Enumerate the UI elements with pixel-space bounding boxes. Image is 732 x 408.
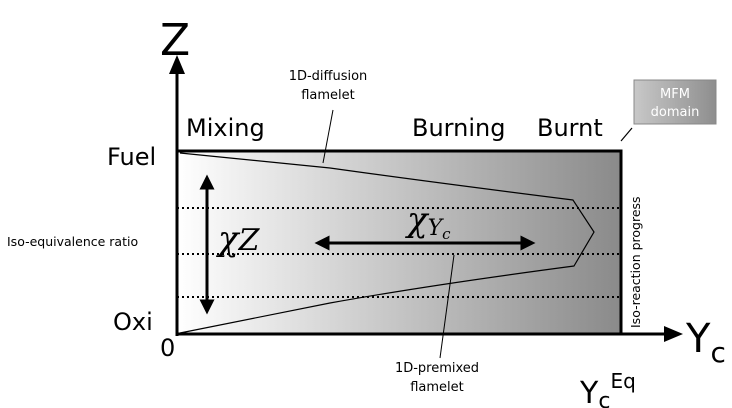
diffusion-leader <box>322 109 334 164</box>
mfm-domain-box <box>633 79 717 125</box>
yc-axis-label: Yc <box>685 316 726 369</box>
diffusion-flamelet-line1: 1D-diffusion <box>289 69 368 84</box>
chi-z-z: Z <box>238 223 261 258</box>
fuel-label: Fuel <box>107 143 156 171</box>
mixing-label: Mixing <box>186 114 265 142</box>
diffusion-flamelet-line2: flamelet <box>301 88 355 103</box>
iso-equivalence-label: Iso-equivalence ratio <box>7 234 138 249</box>
burnt-label: Burnt <box>537 114 603 142</box>
yc-axis-label-base: Y <box>685 316 711 362</box>
yc-eq-sub: c <box>598 389 610 408</box>
yc-eq-sup: Eq <box>610 369 635 393</box>
chi-yc-y: Y <box>428 216 445 241</box>
z-axis-label: Z <box>160 15 190 66</box>
yc-axis-arrowhead <box>664 326 683 342</box>
z-axis-arrowhead <box>169 55 185 74</box>
premixed-flamelet-line2: flamelet <box>410 380 464 395</box>
flamelet-curve <box>179 152 595 334</box>
chi-yc-symbol: χYc <box>405 200 451 243</box>
yc-eq-label: YcEq <box>579 369 636 408</box>
premixed-leader <box>439 254 455 359</box>
chi-yc-sub: c <box>442 225 451 243</box>
mfm-domain-box-line1: MFM <box>660 87 690 102</box>
yc-eq-base: Y <box>579 376 599 408</box>
yc-axis-label-sub: c <box>710 336 725 369</box>
origin-label: 0 <box>160 334 175 362</box>
iso-reaction-label: Iso-reaction progress <box>628 196 643 328</box>
oxi-label: Oxi <box>113 308 153 336</box>
premixed-flamelet-line1: 1D-premixed <box>395 361 479 376</box>
domain-pointer <box>620 127 633 142</box>
chi-z-symbol: χZ <box>216 219 261 259</box>
mfm-domain-box-line2: domain <box>651 105 700 120</box>
chi-yc-chi: χ <box>405 200 430 240</box>
burning-label: Burning <box>412 114 505 142</box>
chi-z-chi: χ <box>216 219 241 259</box>
